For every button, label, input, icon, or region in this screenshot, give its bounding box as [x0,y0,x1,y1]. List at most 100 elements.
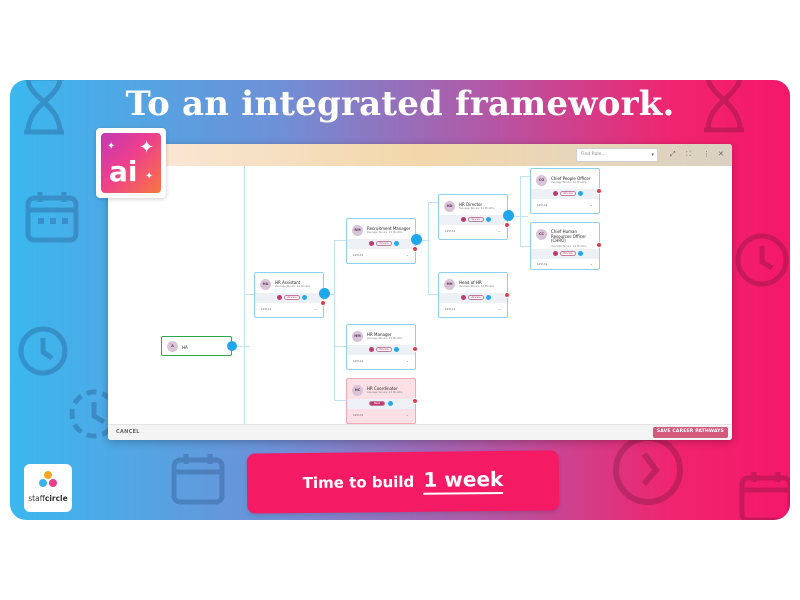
pathway-card-hr-coordinator[interactable]: HC HR Coordinator Average Tenure: 24 Mon… [346,378,416,424]
status-pill[interactable]: Review [560,191,576,196]
level-badge [369,241,374,246]
status-pill[interactable]: Review [376,241,392,246]
avatar: HH [444,279,455,290]
pathway-card-root[interactable]: A HA [161,336,232,356]
add-path-node[interactable] [227,341,237,351]
staffcircle-logo: staffcircle [24,464,72,512]
chevron-down-icon[interactable]: ⌄ [405,252,409,257]
chevron-down-icon[interactable]: ⌄ [313,306,317,311]
collapse-icon[interactable]: ⛶ [686,150,691,158]
card-status-row: Next [347,399,415,409]
pathway-card-hr-assistant[interactable]: HA HR Assistant Average Tenure: 24 Month… [254,272,324,318]
clock-icon [613,435,683,505]
info-dot [302,295,307,300]
pathway-card-chief-people-officer[interactable]: CO Chief People Officer Average Tenure: … [530,168,600,214]
ai-badge: ai ✦ ✦ ✦ [96,128,166,198]
connector [520,246,530,247]
add-path-node[interactable] [319,288,330,299]
card-subtitle: Average Tenure: 24 Months [551,181,587,184]
status-pill[interactable]: Review [376,347,392,352]
hourglass-icon [704,80,744,133]
info-dot [388,401,393,406]
callout-text: Time to build 1 week [247,466,559,495]
status-pill[interactable]: Review [468,217,484,222]
sparkle-icon: ✦ [139,137,155,158]
find-role-select[interactable]: Find Role... ▾ [576,148,658,162]
logo-mark-icon [39,471,57,487]
career-pathway-app: Find Role... ▾ ⤢ ⛶ ⋮ ✕ [108,144,732,440]
card-title: HR Manager [367,332,392,337]
logo-wordmark: staffcircle [26,494,70,503]
card-status-row: Review [439,215,507,225]
status-pill[interactable]: Review [468,295,484,300]
chevron-down-icon[interactable]: ⌄ [497,228,501,233]
callout-prefix: Time to build [302,472,415,493]
info-dot [578,191,583,196]
salary-range: $##-$$ [353,254,364,257]
status-pill[interactable]: Review [284,295,300,300]
cancel-button[interactable]: CANCEL [116,429,140,435]
connector [428,202,438,203]
chevron-down-icon[interactable]: ⌄ [589,202,593,207]
remove-path-dot[interactable] [596,188,602,194]
level-badge [553,251,558,256]
card-subtitle: Average Tenure: 24 Months [367,391,403,394]
remove-path-dot[interactable] [504,222,510,228]
sparkle-icon: ✦ [107,141,116,152]
card-subtitle: Average Tenure: 24 Months [459,285,495,288]
close-icon[interactable]: ✕ [718,150,724,158]
remove-path-dot[interactable] [412,398,418,404]
hourglass-icon [24,80,64,135]
expand-icon[interactable]: ⤢ [670,150,676,158]
pathway-canvas[interactable]: A HA HA HR Assistant Average Tenure: 24 … [108,166,732,424]
pathway-card-recruitment-manager[interactable]: RM Recruitment Manager Average Tenure: 2… [346,218,416,264]
chevron-down-icon[interactable]: ⌄ [497,306,501,311]
remove-path-dot[interactable] [596,242,602,248]
more-vertical-icon[interactable]: ⋮ [703,150,710,158]
connector [428,202,429,294]
card-subtitle: Average Tenure: 24 Months [275,285,311,288]
card-status-row: Review [531,249,599,259]
remove-path-dot[interactable] [504,292,510,298]
card-title: HR Director [459,202,483,207]
salary-range: $##-$$ [445,230,456,233]
remove-path-dot[interactable] [412,346,418,352]
card-status-row: Review [347,345,415,355]
clock-icon [735,233,789,287]
info-dot [394,347,399,352]
card-status-row: Review [347,239,415,249]
avatar: HC [352,385,363,396]
level-badge [277,295,282,300]
card-title: Recruitment Manager [367,226,411,231]
salary-range: $##-$$ [261,308,272,311]
connector [334,346,346,347]
info-dot [486,295,491,300]
status-pill[interactable]: Review [560,251,576,256]
status-pill[interactable]: Next [369,401,385,406]
app-toolbar: Find Role... ▾ ⤢ ⛶ ⋮ ✕ [108,144,732,166]
chevron-down-icon[interactable]: ⌄ [405,412,409,417]
pathway-card-hr-director[interactable]: HD HR Director Average Tenure: 24 Months… [438,194,508,240]
callout-value: 1 week [423,466,504,495]
card-title: Chief People Officer [551,176,591,181]
info-dot [578,251,583,256]
chevron-down-icon[interactable]: ⌄ [589,261,593,266]
card-title: HR Coordinator [367,386,398,391]
card-subtitle: Average Tenure: 24 Months [367,337,403,340]
chevron-down-icon[interactable]: ⌄ [405,358,409,363]
remove-path-dot[interactable] [412,246,418,252]
add-path-node[interactable] [503,210,514,221]
connector [328,294,334,295]
pathway-card-head-of-hr[interactable]: HH Head of HR Average Tenure: 24 Months … [438,272,508,318]
add-path-node[interactable] [411,234,422,245]
connector [244,294,254,295]
headline: To an integrated framework. [125,84,675,124]
remove-path-dot[interactable] [320,300,326,306]
card-status-row: Review [255,293,323,303]
pathway-card-chro[interactable]: CC Chief Human Resources Officer (CHRO) … [530,222,600,270]
save-career-pathways-button[interactable]: SAVE CAREER PATHWAYS [652,427,728,438]
pathway-card-hr-manager[interactable]: HM HR Manager Average Tenure: 24 Months … [346,324,416,370]
level-badge [553,191,558,196]
info-dot [486,217,491,222]
card-title: HA [182,345,188,350]
